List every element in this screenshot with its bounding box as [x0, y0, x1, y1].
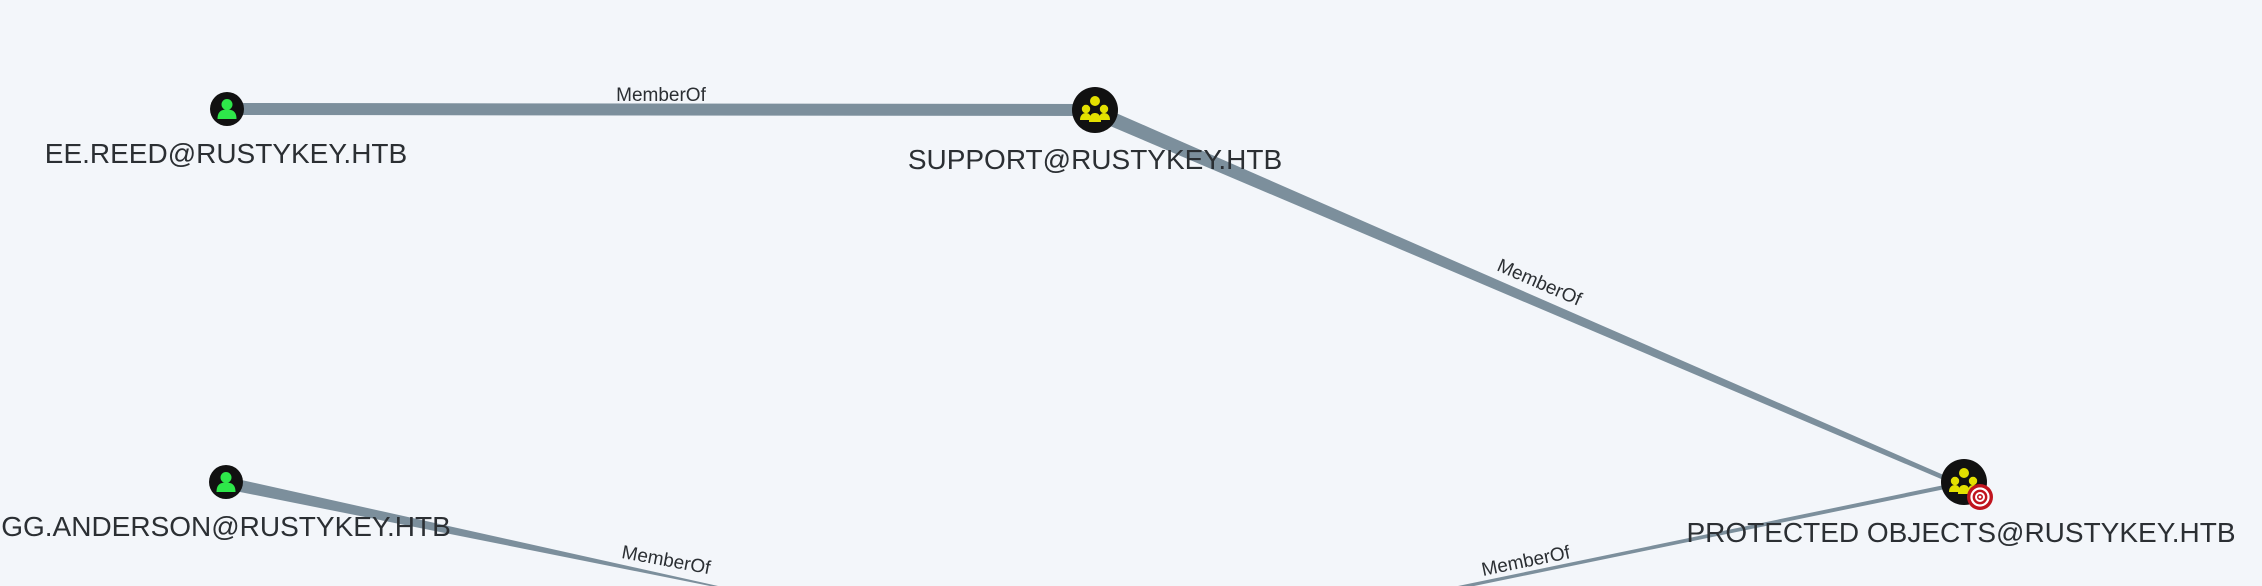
node-label: EE.REED@RUSTYKEY.HTB: [45, 138, 407, 169]
edge-label-memberof: MemberOf: [620, 542, 713, 579]
node-support[interactable]: SUPPORT@RUSTYKEY.HTB: [908, 87, 1282, 175]
node-label: SUPPORT@RUSTYKEY.HTB: [908, 144, 1282, 175]
edge-label-memberof: MemberOf: [616, 85, 706, 106]
node-ee-reed[interactable]: EE.REED@RUSTYKEY.HTB: [45, 92, 407, 169]
node-gg-anderson[interactable]: GG.ANDERSON@RUSTYKEY.HTB: [1, 465, 451, 542]
user-icon: [210, 92, 244, 126]
node-label: GG.ANDERSON@RUSTYKEY.HTB: [1, 511, 451, 542]
node-label: PROTECTED OBJECTS@RUSTYKEY.HTB: [1686, 517, 2235, 548]
user-icon: [209, 465, 243, 499]
edge-gg-anderson-to-offscreen[interactable]: [228, 477, 718, 586]
edge-support-to-protected-objects[interactable]: [1096, 106, 1962, 487]
edge-offscreen-to-protected-objects[interactable]: [1458, 483, 1955, 586]
group-icon: [1072, 87, 1118, 133]
target-icon: [1967, 484, 1993, 510]
node-protected-objects[interactable]: PROTECTED OBJECTS@RUSTYKEY.HTB: [1686, 459, 2236, 548]
edges-layer: [228, 103, 1962, 586]
edge-ee-reed-to-support[interactable]: [228, 103, 1088, 116]
